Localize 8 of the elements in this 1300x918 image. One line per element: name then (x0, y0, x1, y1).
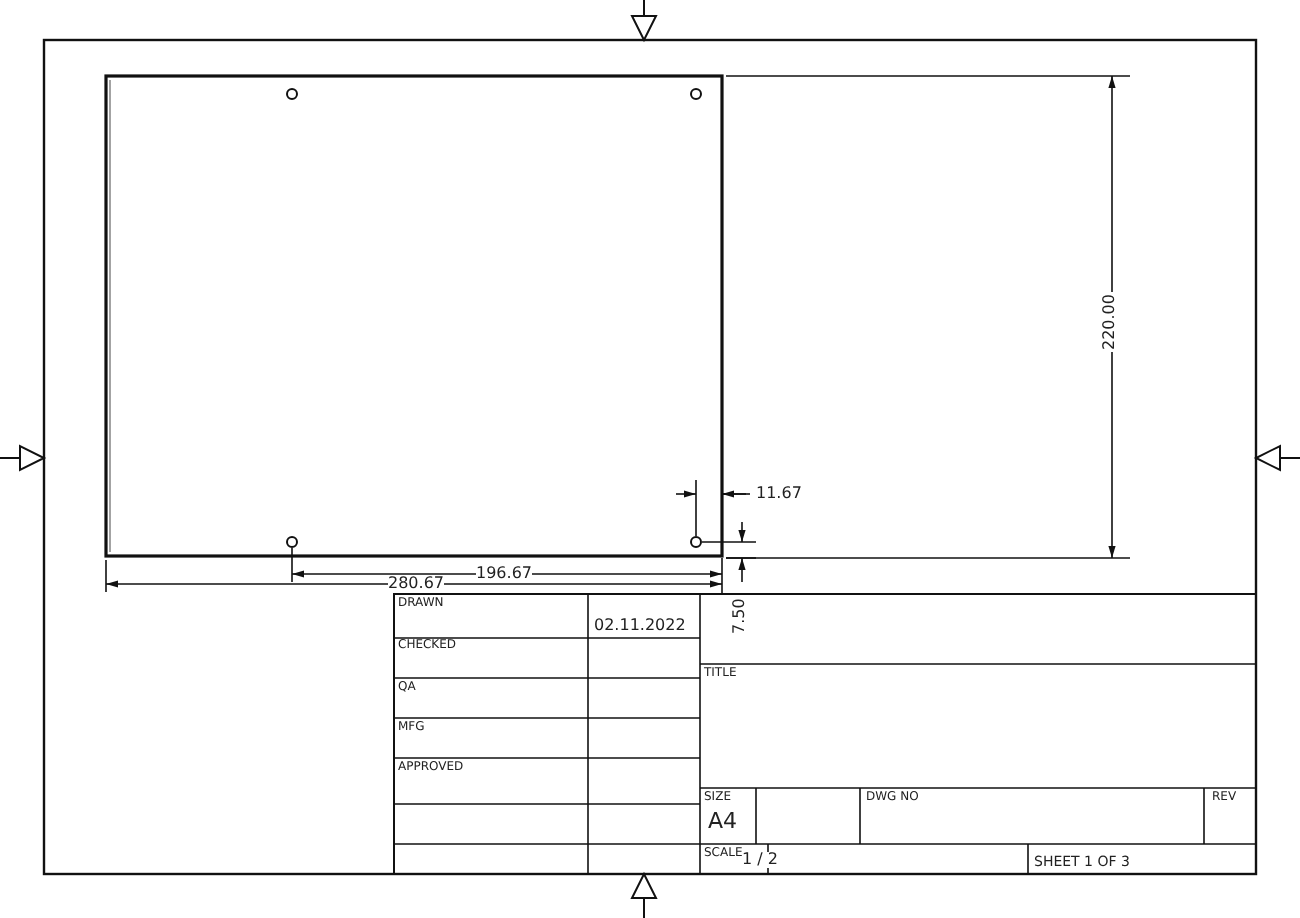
dimension-value: 220.00 (1102, 292, 1118, 352)
scale-value: 1 / 2 (742, 852, 778, 868)
date-value: 02.11.2022 (594, 618, 686, 634)
dimension-value: 11.67 (756, 486, 802, 502)
dimension-value: 7.50 (732, 596, 748, 636)
sheet-size-value: A4 (708, 810, 738, 832)
dimension-value: 196.67 (476, 566, 532, 582)
dimension-value: 280.67 (388, 576, 444, 592)
